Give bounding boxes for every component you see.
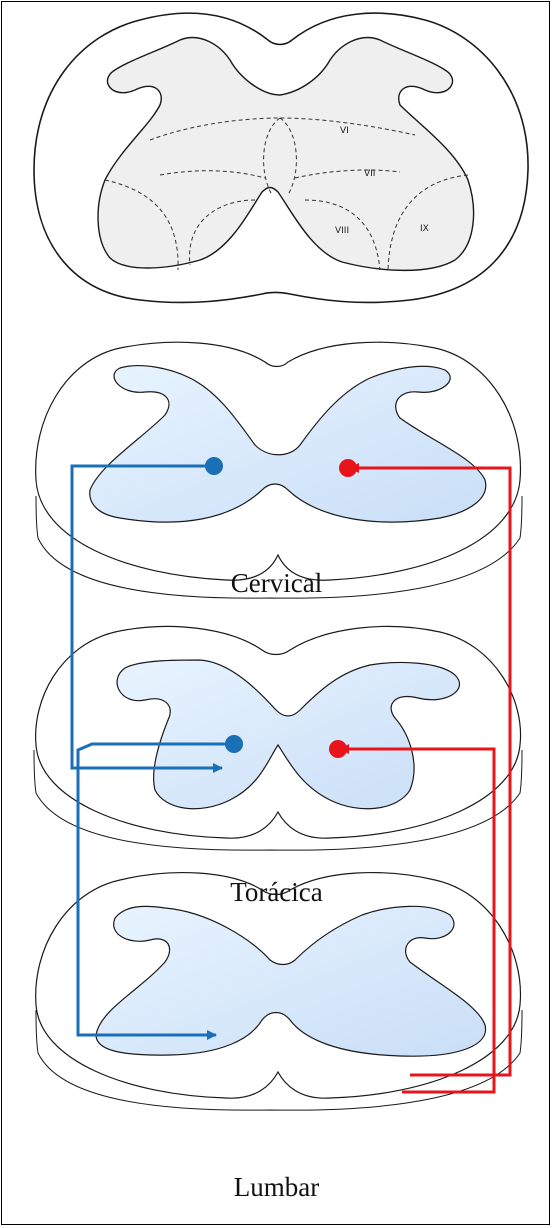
lamina-label-ix: IX (420, 224, 429, 234)
lamina-label-vi: VI (340, 126, 349, 136)
cervical-section (36, 342, 522, 598)
level-label-cervical: Cervical (0, 568, 553, 599)
level-label-thoracic: Torácica (0, 877, 553, 908)
thoracic-section (34, 626, 522, 850)
top-cord-section: VI VII VIII IX (34, 13, 528, 302)
level-label-lumbar: Lumbar (0, 1172, 553, 1203)
lamina-label-viii: VIII (335, 226, 349, 236)
lamina-label-vii: VII (364, 169, 375, 179)
